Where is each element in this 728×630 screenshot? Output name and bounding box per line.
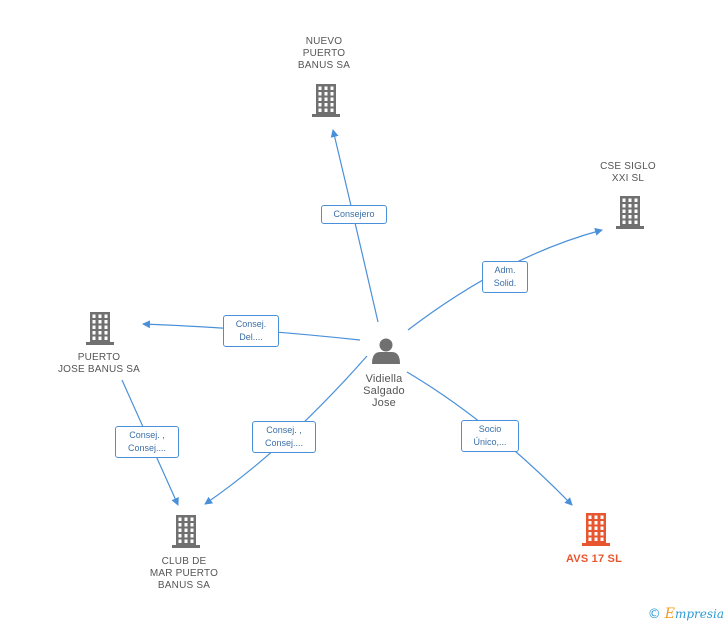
relation-label[interactable]: Consej. Del....: [223, 315, 279, 347]
person-icon[interactable]: [372, 338, 400, 365]
node-label-line: BANUS SA: [297, 60, 351, 71]
relation-label-line: Consej. ,: [129, 430, 165, 440]
relation-label[interactable]: Consejero: [321, 205, 387, 224]
relation-label[interactable]: Consej. , Consej....: [252, 421, 316, 453]
building-icon[interactable]: [616, 196, 644, 229]
relation-label-line: Consej....: [264, 438, 304, 448]
relation-label-line: Consej....: [127, 443, 167, 453]
node-label-line: BANUS SA: [157, 580, 211, 591]
relation-edge-nuevo-puerto-banus: [330, 129, 379, 323]
relation-label-line: Consej.: [235, 319, 267, 329]
copyright-symbol: ©: [647, 607, 661, 622]
relation-label-line: Consejero: [333, 209, 375, 219]
relation-label-line: Solid.: [493, 278, 517, 288]
company-name-avs-17[interactable]: AVS 17 SL: [549, 553, 639, 565]
relation-label-line: Adm.: [494, 265, 516, 275]
node-label-line: AVS 17 SL: [565, 553, 622, 565]
node-label-line: Jose: [371, 397, 397, 409]
brand-logo-name: mpresia: [674, 607, 724, 621]
node-label-line: Vidiella: [365, 373, 403, 385]
node-label-line: PUERTO: [77, 352, 121, 363]
relation-label[interactable]: Consej. , Consej....: [115, 426, 179, 458]
node-label-line: CSE SIGLO: [600, 161, 656, 172]
node-label-line: PUERTO: [302, 48, 346, 59]
relation-label-line: Único,...: [473, 437, 507, 447]
building-icon[interactable]: [312, 84, 340, 117]
node-label-line: MAR PUERTO: [149, 568, 219, 579]
building-icon[interactable]: [582, 513, 610, 546]
node-label-line: JOSE BANUS SA: [57, 364, 141, 375]
relation-label-line: Socio: [478, 424, 502, 434]
node-label-line: CLUB DE: [161, 556, 207, 567]
relation-label-line: Del....: [239, 332, 263, 342]
node-label-line: XXI SL: [611, 173, 645, 184]
node-label-line: NUEVO: [305, 36, 343, 47]
brand-logo-initial: E: [664, 606, 675, 622]
footer-credit: ©Empresia: [648, 606, 724, 622]
relation-label[interactable]: Adm. Solid.: [482, 261, 528, 293]
building-icon[interactable]: [172, 515, 200, 548]
relation-label-line: Consej. ,: [266, 425, 302, 435]
building-icon[interactable]: [86, 312, 114, 345]
node-label-line: Salgado: [363, 385, 405, 397]
